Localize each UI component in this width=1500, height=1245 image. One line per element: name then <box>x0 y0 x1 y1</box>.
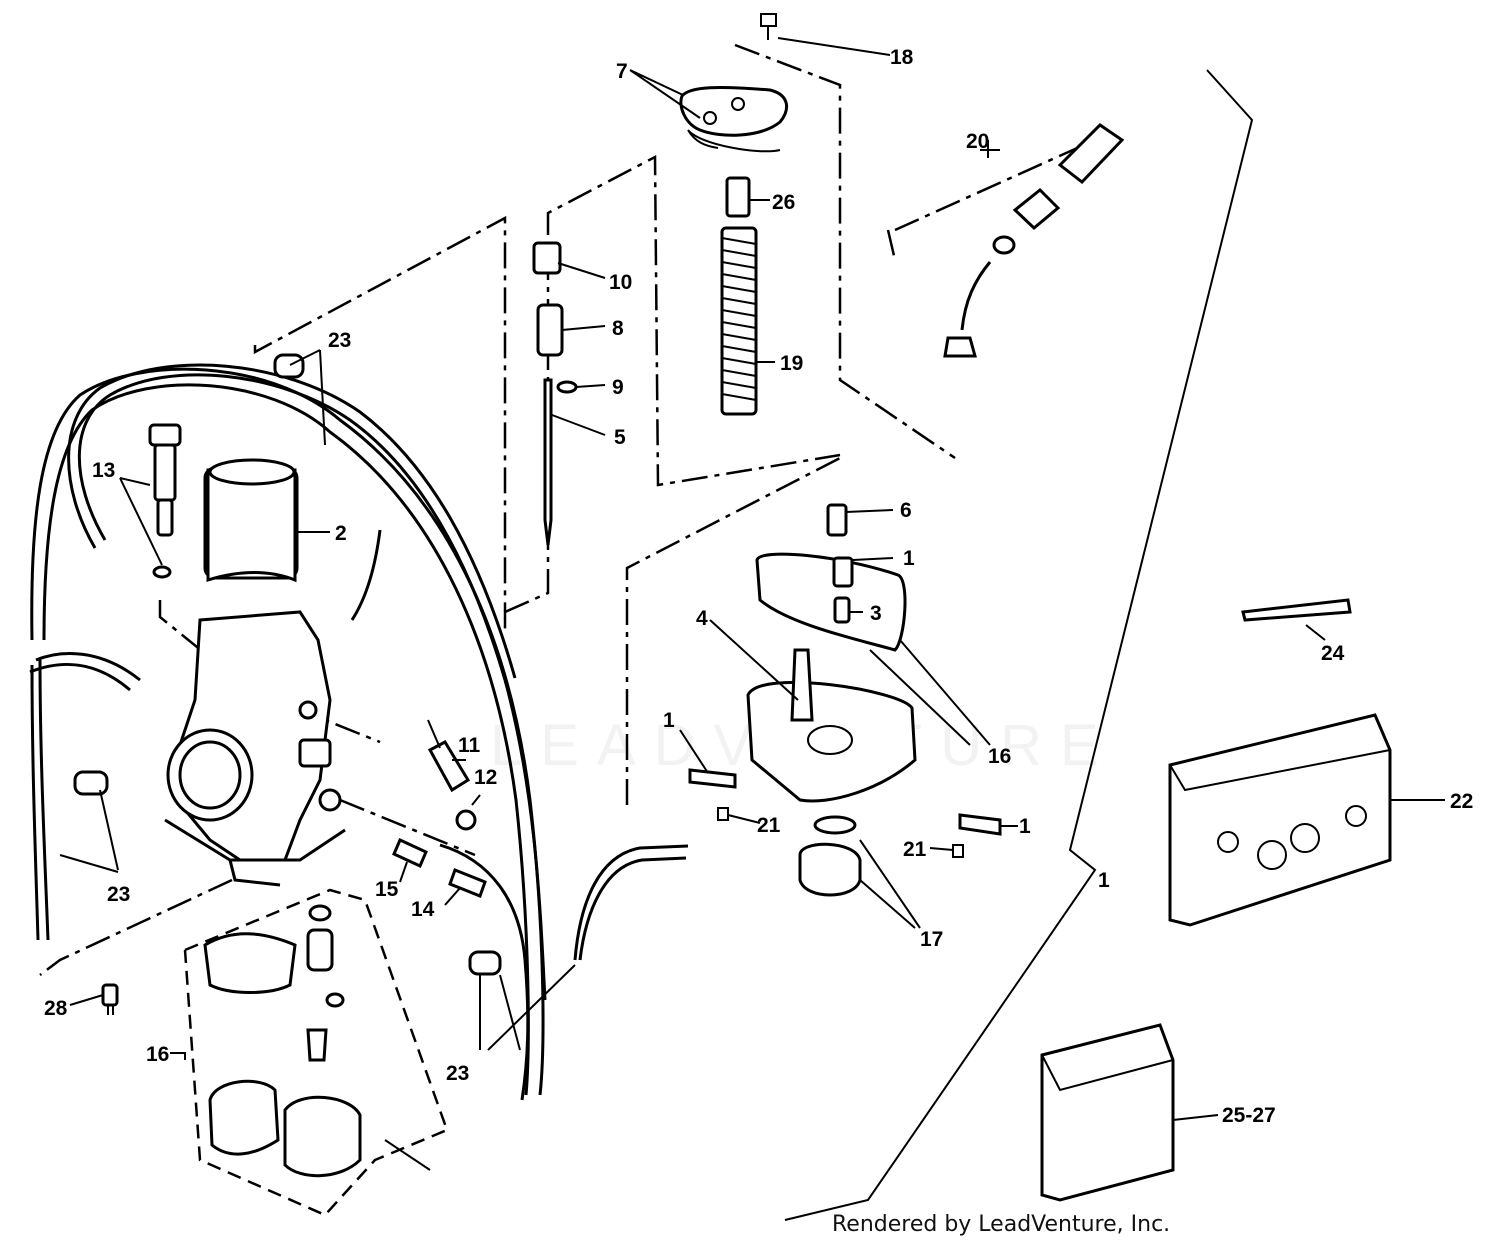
callout-16-right: 16 <box>988 745 1011 768</box>
credit-footer: Rendered by LeadVenture, Inc. <box>832 1212 1171 1237</box>
callout-1-right: 1 <box>1019 815 1031 838</box>
needle-assembly <box>532 241 578 546</box>
callout-3: 3 <box>870 602 882 625</box>
callout-23-bottom: 23 <box>446 1062 469 1085</box>
throttle-slide-2 <box>206 458 297 583</box>
callout-25-27: 25-27 <box>1222 1104 1276 1127</box>
starter-plunger-13 <box>148 423 182 579</box>
instruction-card-22 <box>1168 713 1392 927</box>
callout-26: 26 <box>772 191 795 214</box>
callout-21-right: 21 <box>903 838 927 861</box>
callout-16-left: 16 <box>146 1043 169 1066</box>
small-screws <box>392 719 487 898</box>
callout-23-left: 23 <box>107 883 130 906</box>
callout-22: 22 <box>1450 790 1473 813</box>
callout-13: 13 <box>92 459 115 482</box>
callout-17: 17 <box>920 928 943 951</box>
callout-24: 24 <box>1321 642 1345 665</box>
callout-8: 8 <box>612 317 624 340</box>
hose-clips <box>73 353 502 976</box>
callout-15: 15 <box>375 878 399 901</box>
callout-1-bracket: 1 <box>1098 869 1110 892</box>
callout-5: 5 <box>614 426 626 449</box>
float-bowl <box>688 503 1002 897</box>
cable-fitting-20 <box>943 123 1125 358</box>
packet-25-27 <box>1040 1023 1175 1202</box>
callout-labels: 18 7 26 20 10 8 9 5 19 23 13 2 6 1 3 4 1… <box>44 46 1473 1127</box>
callout-2: 2 <box>335 522 347 545</box>
callout-7: 7 <box>616 60 628 83</box>
callout-14: 14 <box>411 898 435 921</box>
leader-lines <box>59 37 1445 1121</box>
top-cap-assembly <box>679 13 789 416</box>
part-28 <box>101 983 119 1015</box>
callout-12: 12 <box>474 766 497 789</box>
callout-1-left: 1 <box>663 709 675 732</box>
phantom-lines <box>39 43 1096 976</box>
vent-hoses <box>29 363 689 1101</box>
callout-20: 20 <box>966 130 989 153</box>
callout-9: 9 <box>612 376 624 399</box>
callout-10: 10 <box>609 271 632 294</box>
callout-6: 6 <box>900 499 912 522</box>
callout-28: 28 <box>44 997 68 1020</box>
callout-11: 11 <box>458 734 481 757</box>
kit-1-bracket <box>784 69 1254 1221</box>
callout-4: 4 <box>696 607 708 630</box>
callout-1-top: 1 <box>903 547 915 570</box>
float-kit-16 <box>183 888 449 1217</box>
callout-19: 19 <box>780 352 803 375</box>
part-24 <box>1241 598 1352 622</box>
spring-19 <box>720 226 758 416</box>
callout-18: 18 <box>890 46 914 69</box>
callout-21-left: 21 <box>757 814 781 837</box>
callout-23-top: 23 <box>328 329 351 352</box>
